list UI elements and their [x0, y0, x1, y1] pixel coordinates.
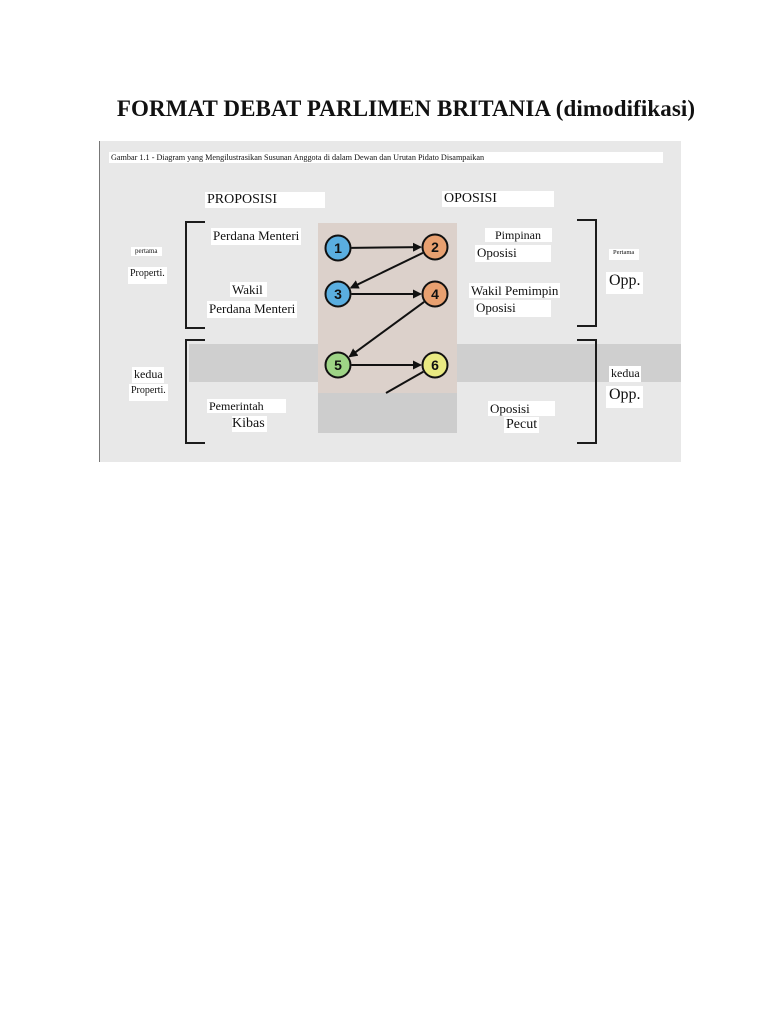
speaker-circle-2 [421, 233, 449, 261]
speaker-number-3: 3 [334, 286, 342, 302]
speech-arrow-2-to-3 [349, 251, 424, 289]
speaker-circle-1 [324, 234, 352, 262]
speaker-number-6: 6 [431, 357, 439, 373]
second-opposition-tag-small: kedua [609, 366, 641, 382]
first-opposition-tag-small: Pertama [609, 249, 640, 260]
speaker-node-4: 4 [421, 280, 449, 308]
left-bottom-bracket [185, 339, 205, 444]
header-proposisi: PROPOSISI [205, 192, 325, 208]
role-opposition-leader-line2: Oposisi [475, 245, 551, 262]
role-opposition-whip-line1: Oposisi [488, 401, 555, 416]
speaking-order-flow: 1 2 3 4 5 6 [324, 233, 449, 394]
figure-border [99, 141, 100, 462]
speaker-node-3: 3 [324, 280, 352, 308]
second-proposition-tag: Properti. [129, 384, 168, 401]
role-government-whip-line1: Pemerintah [207, 399, 286, 413]
second-proposition-tag-small: kedua [132, 367, 164, 383]
speaker-node-6: 6 [421, 351, 449, 379]
header-oposisi: OPOSISI [442, 191, 554, 207]
speaker-number-1: 1 [334, 240, 342, 256]
speech-arrow-1-to-2 [351, 242, 423, 252]
role-prime-minister: Perdana Menteri [211, 228, 302, 245]
role-opposition-whip-line2: Pecut [504, 417, 540, 433]
chamber-panel-lower [318, 393, 457, 433]
speaker-number-4: 4 [431, 286, 439, 302]
first-proposition-tag-small: pertama [131, 247, 162, 256]
role-government-whip-line2: Kibas [232, 416, 267, 432]
right-bottom-bracket [577, 339, 597, 444]
speaker-node-2: 2 [421, 233, 449, 261]
speaker-circle-3 [324, 280, 352, 308]
speaker-number-5: 5 [334, 357, 342, 373]
document-title: FORMAT DEBAT PARLIMEN BRITANIA (dimodifi… [116, 96, 696, 121]
debate-diagram-figure: Gambar 1.1 - Diagram yang Mengilustrasik… [99, 141, 681, 462]
first-proposition-tag: Properti. [128, 267, 167, 284]
speaker-number-2: 2 [431, 239, 439, 255]
first-opposition-tag: Opp. [606, 272, 643, 294]
speech-arrow-4-to-5 [348, 301, 425, 358]
speaker-node-1: 1 [324, 234, 352, 262]
left-top-bracket [185, 221, 205, 329]
speaker-circle-4 [421, 280, 449, 308]
speaker-circle-5 [324, 351, 352, 379]
figure-caption: Gambar 1.1 - Diagram yang Mengilustrasik… [109, 152, 663, 163]
second-opposition-tag: Opp. [606, 386, 643, 408]
speech-arrow-6-to-7 [385, 370, 424, 394]
role-deputy-prime-minister-line2: Perdana Menteri [207, 301, 298, 318]
role-deputy-opposition-leader-line2: Oposisi [474, 300, 551, 317]
role-deputy-prime-minister-line1: Wakil [230, 282, 267, 297]
right-top-bracket [577, 219, 597, 327]
role-opposition-leader-line1: Pimpinan [485, 228, 553, 242]
speaker-circle-6 [421, 351, 449, 379]
role-deputy-opposition-leader-line1: Wakil Pemimpin [469, 283, 561, 298]
speaker-node-5: 5 [324, 351, 352, 379]
